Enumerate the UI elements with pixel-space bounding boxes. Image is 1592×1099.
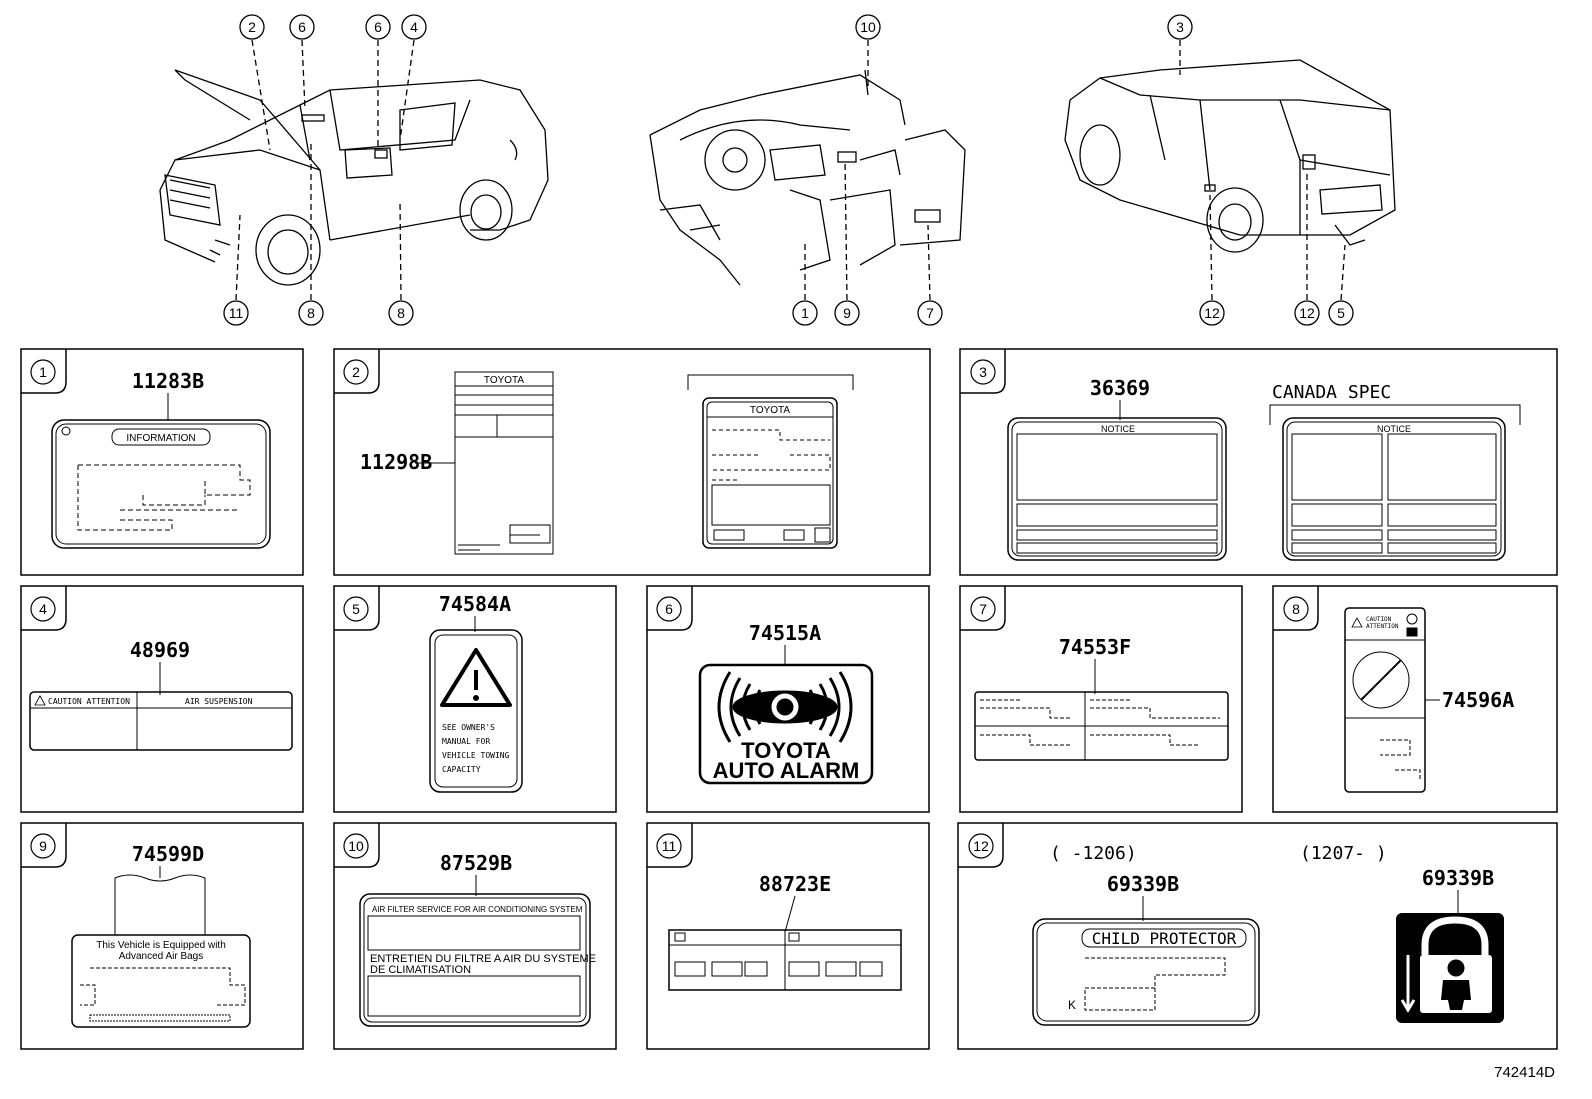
child-lock-icon	[1396, 913, 1504, 1023]
part-number: 36369	[1090, 376, 1150, 400]
panel-5-number: 5	[352, 601, 360, 617]
panel-2-label: TOYOTA 11298B TOYOTA	[360, 371, 854, 555]
callout-1: 1	[801, 305, 809, 321]
vehicle-front-illustration	[159, 69, 549, 286]
callout-8: 8	[307, 305, 315, 321]
panel-1-number: 1	[39, 364, 47, 380]
figure-id: 742414D	[1494, 1064, 1555, 1081]
range-before: ( -1206)	[1050, 843, 1137, 864]
filter-text: AIR FILTER SERVICE FOR AIR CONDITIONING …	[372, 905, 583, 914]
panel-9-number: 9	[39, 838, 47, 854]
caution-text: CAUTION ATTENTION	[48, 697, 130, 706]
panel-8-number: 8	[1292, 601, 1300, 617]
part-number: 74584A	[439, 592, 511, 616]
panel-3-number: 3	[979, 364, 987, 380]
notice-text: NOTICE	[1101, 424, 1135, 434]
panel-1-label: 11283B INFORMATION	[51, 369, 271, 549]
panel-6-number: 6	[665, 601, 673, 617]
panel-10-number: 10	[348, 838, 364, 854]
toyota-text: TOYOTA	[484, 375, 525, 386]
airbag-text: Advanced Air Bags	[119, 951, 204, 962]
child-protector-text: CHILD PROTECTOR	[1092, 929, 1237, 948]
range-after: (1207- )	[1300, 843, 1387, 864]
top-callouts	[223, 14, 1354, 326]
alarm-subtitle: AUTO ALARM	[713, 758, 860, 783]
callout-6: 6	[374, 19, 382, 35]
callout-12: 12	[1299, 305, 1315, 321]
panel-7-number: 7	[979, 601, 987, 617]
caution-text: CAUTION	[1366, 616, 1392, 623]
vehicle-rear-illustration	[1064, 59, 1396, 253]
warning-line: MANUAL FOR	[442, 737, 490, 746]
notice-text: NOTICE	[1377, 424, 1411, 434]
alarm-title: TOYOTA	[741, 738, 831, 763]
interior-illustration	[649, 69, 966, 286]
part-number: 69339B	[1107, 872, 1179, 896]
callout-12: 12	[1204, 305, 1220, 321]
part-number: 74599D	[132, 842, 204, 866]
part-number: 74515A	[749, 621, 821, 645]
panel-12-number: 12	[973, 838, 989, 854]
part-number: 88723E	[759, 872, 831, 896]
airbag-text: This Vehicle is Equipped with	[96, 940, 226, 951]
warning-line: VEHICLE TOWING	[442, 751, 510, 760]
panel-number-circles	[30, 359, 1309, 859]
callout-2: 2	[248, 19, 256, 35]
warning-line: CAPACITY	[442, 765, 481, 774]
part-number: 48969	[130, 638, 190, 662]
filter-text-fr: ENTRETIEN DU FILTRE A AIR DU SYSTEME	[370, 953, 596, 965]
panel-2-number: 2	[352, 364, 360, 380]
k-mark: K	[1068, 998, 1076, 1012]
callout-4: 4	[410, 19, 418, 35]
attention-text: ATTENTION	[1366, 623, 1399, 630]
filter-text-fr: DE CLIMATISATION	[370, 964, 471, 976]
air-suspension-text: AIR SUSPENSION	[185, 697, 253, 706]
part-number: 74596A	[1442, 688, 1514, 712]
callout-9: 9	[843, 305, 851, 321]
part-number: 11298B	[360, 450, 432, 474]
panel-7-label: 74553F	[974, 635, 1229, 761]
panel-4-number: 4	[39, 601, 47, 617]
panel-frames	[20, 348, 1558, 1050]
panel-11-number: 11	[662, 838, 677, 854]
panel-3-label: 36369 NOTICE CANADA SPEC NOTICE	[1007, 376, 1521, 561]
canada-spec-text: CANADA SPEC	[1272, 382, 1391, 403]
warning-line: SEE OWNER'S	[442, 723, 495, 732]
panel-12-label: ( -1206) (1207- ) 69339B CHILD PROTECTOR…	[1032, 843, 1504, 1026]
callout-5: 5	[1337, 305, 1345, 321]
panel-6-label: 74515A TOYOTA AUTO ALARM	[698, 621, 874, 785]
callout-8: 8	[397, 305, 405, 321]
panel-11-label: 88723E	[668, 872, 902, 991]
toyota-text: TOYOTA	[750, 405, 791, 416]
part-number: 74553F	[1059, 635, 1131, 659]
callout-11: 11	[229, 305, 244, 321]
panel-4-label: 48969 CAUTION ATTENTION AIR SUSPENSION	[29, 638, 293, 751]
part-number: 11283B	[132, 369, 204, 393]
callout-3: 3	[1176, 19, 1184, 35]
panel-8-label: CAUTION ATTENTION 74596A	[1344, 607, 1514, 793]
panel-10-label: 87529B AIR FILTER SERVICE FOR AIR CONDIT…	[359, 851, 596, 1027]
panel-5-label: 74584A SEE OWNER'S MANUAL FOR VEHICLE TO…	[429, 592, 523, 793]
callout-10: 10	[860, 19, 876, 35]
callout-6: 6	[298, 19, 306, 35]
alarm-icon	[717, 671, 853, 743]
part-number: 87529B	[440, 851, 512, 875]
panel-9-label: 74599D This Vehicle is Equipped with Adv…	[71, 842, 251, 1028]
callout-7: 7	[926, 305, 934, 321]
information-text: INFORMATION	[126, 433, 195, 444]
leader-lines	[235, 39, 1346, 301]
part-number: 69339B	[1422, 866, 1494, 890]
